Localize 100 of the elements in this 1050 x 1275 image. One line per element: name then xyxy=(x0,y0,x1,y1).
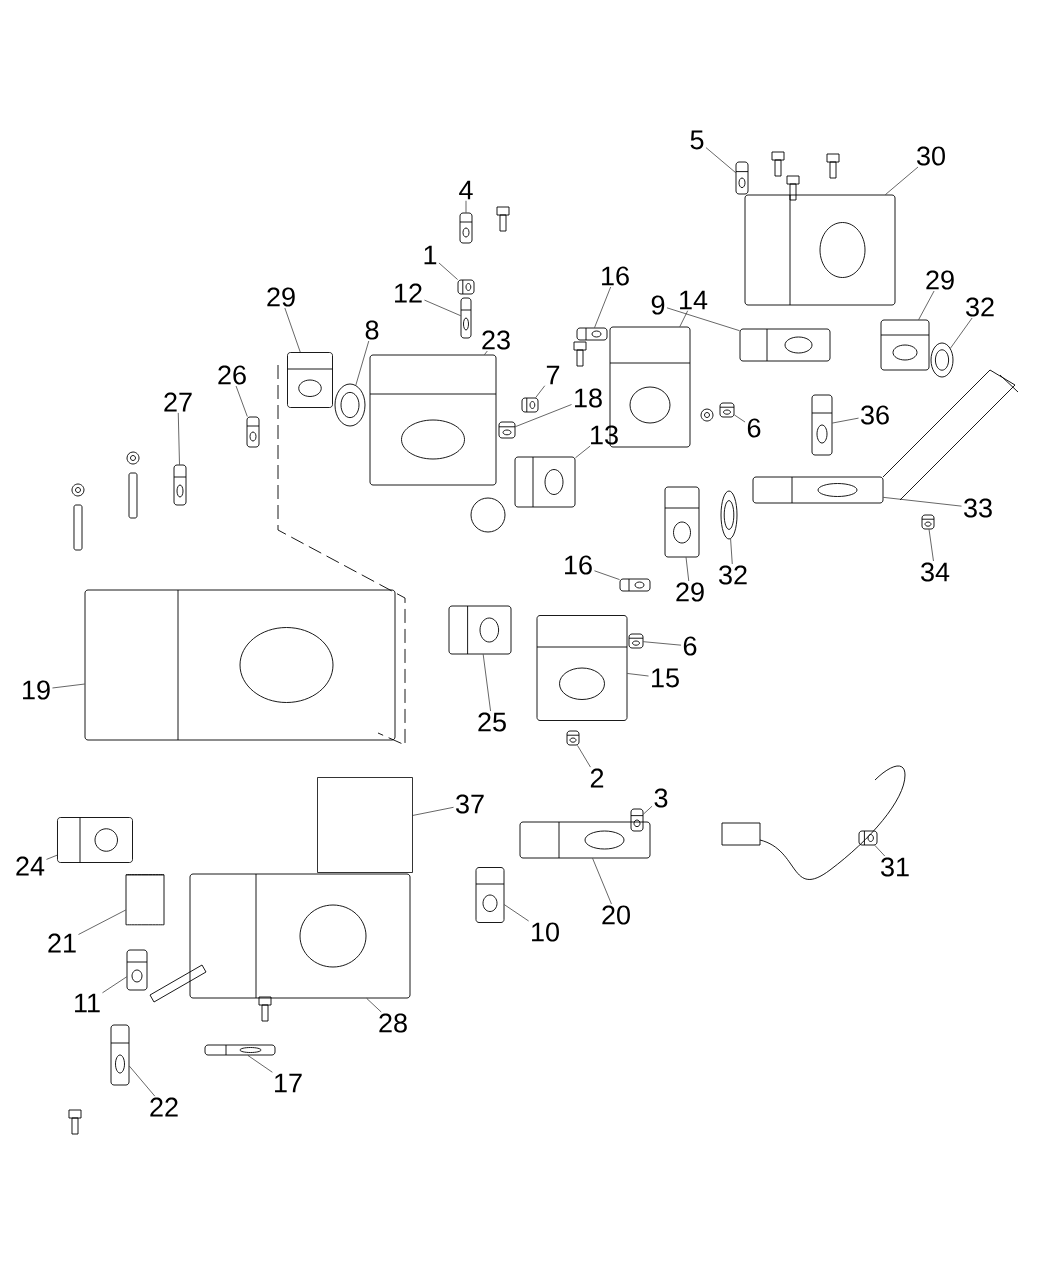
callout-number: 22 xyxy=(150,1097,178,1117)
leader-line xyxy=(679,310,688,327)
sensor-clip xyxy=(858,830,878,846)
callout-number: 30 xyxy=(917,146,945,166)
callout-number: 33 xyxy=(964,498,992,518)
leader-line xyxy=(685,557,690,582)
callout-number: 29 xyxy=(676,582,704,602)
callout-number: 11 xyxy=(75,993,100,1013)
callout-number: 14 xyxy=(680,290,708,310)
leader-line xyxy=(643,805,653,815)
callout-number: 12 xyxy=(395,283,422,303)
nut xyxy=(628,633,644,649)
nut xyxy=(719,402,735,418)
leader-line xyxy=(438,262,458,280)
leader-line xyxy=(235,385,248,417)
bolt xyxy=(566,730,580,746)
callout-number: 4 xyxy=(459,180,473,200)
support-frame xyxy=(189,873,411,999)
leader-line xyxy=(592,858,612,905)
leader-line xyxy=(52,683,85,689)
leader-line xyxy=(928,529,934,562)
callout-number: 16 xyxy=(602,266,629,286)
callout-number: 20 xyxy=(602,905,630,925)
leader-line xyxy=(247,1055,273,1073)
callout-number: 17 xyxy=(275,1073,302,1093)
callout-number: 2 xyxy=(590,768,604,788)
callout-number: 26 xyxy=(218,365,246,385)
sensor xyxy=(110,1024,130,1086)
callout-number: 15 xyxy=(652,668,679,688)
leader-line xyxy=(504,904,529,922)
pin xyxy=(460,297,472,339)
leader-line xyxy=(885,166,919,195)
leader-line xyxy=(129,1065,156,1097)
valve-bracket xyxy=(369,354,497,486)
leader-line xyxy=(950,317,973,349)
bolt xyxy=(204,1044,276,1056)
callout-number: 31 xyxy=(881,857,909,877)
egr-cooler xyxy=(84,589,396,741)
leader-line xyxy=(594,286,611,328)
clamp xyxy=(287,352,333,408)
gasket xyxy=(57,817,133,863)
leader-line xyxy=(465,200,467,213)
sealing-ring xyxy=(334,383,366,427)
leader-line xyxy=(78,909,126,935)
leader-line xyxy=(643,641,682,646)
bracket xyxy=(811,394,833,456)
callout-number: 10 xyxy=(532,922,559,942)
leader-line xyxy=(627,673,649,677)
callout-number: 37 xyxy=(456,794,484,814)
callout-number: 32 xyxy=(966,297,994,317)
sensor xyxy=(475,867,505,923)
bolt xyxy=(459,212,473,244)
leader-line xyxy=(177,412,180,465)
leader-line xyxy=(594,570,620,580)
kit-frame xyxy=(317,777,413,873)
leader-line xyxy=(730,538,733,565)
callout-number: 13 xyxy=(591,425,618,445)
gasket xyxy=(739,328,831,362)
leader-line xyxy=(577,745,591,768)
leader-line xyxy=(666,307,740,331)
leader-line xyxy=(575,445,591,459)
pipe xyxy=(752,476,884,504)
filter xyxy=(125,874,165,926)
callout-number: 9 xyxy=(651,295,665,315)
bolt xyxy=(735,161,749,195)
callout-number: 36 xyxy=(861,405,889,425)
callout-number: 16 xyxy=(565,555,592,575)
clamp xyxy=(664,486,700,558)
callout-number: 23 xyxy=(482,330,510,350)
valve-housing xyxy=(744,194,896,306)
leader-line xyxy=(412,807,454,816)
stud xyxy=(173,464,187,506)
leader-line xyxy=(284,307,301,353)
callout-number: 21 xyxy=(48,933,76,953)
leader-line xyxy=(535,385,546,398)
callout-number: 8 xyxy=(365,320,379,340)
callout-number: 18 xyxy=(575,388,602,408)
callout-number: 5 xyxy=(690,130,704,150)
leader-line xyxy=(883,497,962,507)
callout-number: 3 xyxy=(654,788,668,808)
bolt xyxy=(921,514,935,530)
leader-line xyxy=(874,845,886,857)
clamp xyxy=(880,319,930,371)
callout-number: 29 xyxy=(267,287,295,307)
bolt xyxy=(630,808,644,832)
bolt xyxy=(576,327,608,341)
callout-number: 27 xyxy=(164,392,192,412)
callout-number: 6 xyxy=(747,418,761,438)
callout-number: 19 xyxy=(23,680,50,700)
leader-line xyxy=(484,350,488,355)
leader-line xyxy=(705,147,736,173)
leader-line xyxy=(918,290,935,320)
leader-line xyxy=(832,417,859,424)
callout-number: 25 xyxy=(478,712,506,732)
callout-number: 6 xyxy=(683,636,697,656)
leader-line xyxy=(366,998,382,1013)
leader-line xyxy=(355,340,370,386)
sealing-ring xyxy=(930,342,954,378)
gasket xyxy=(448,605,512,655)
leader-line xyxy=(46,854,58,860)
